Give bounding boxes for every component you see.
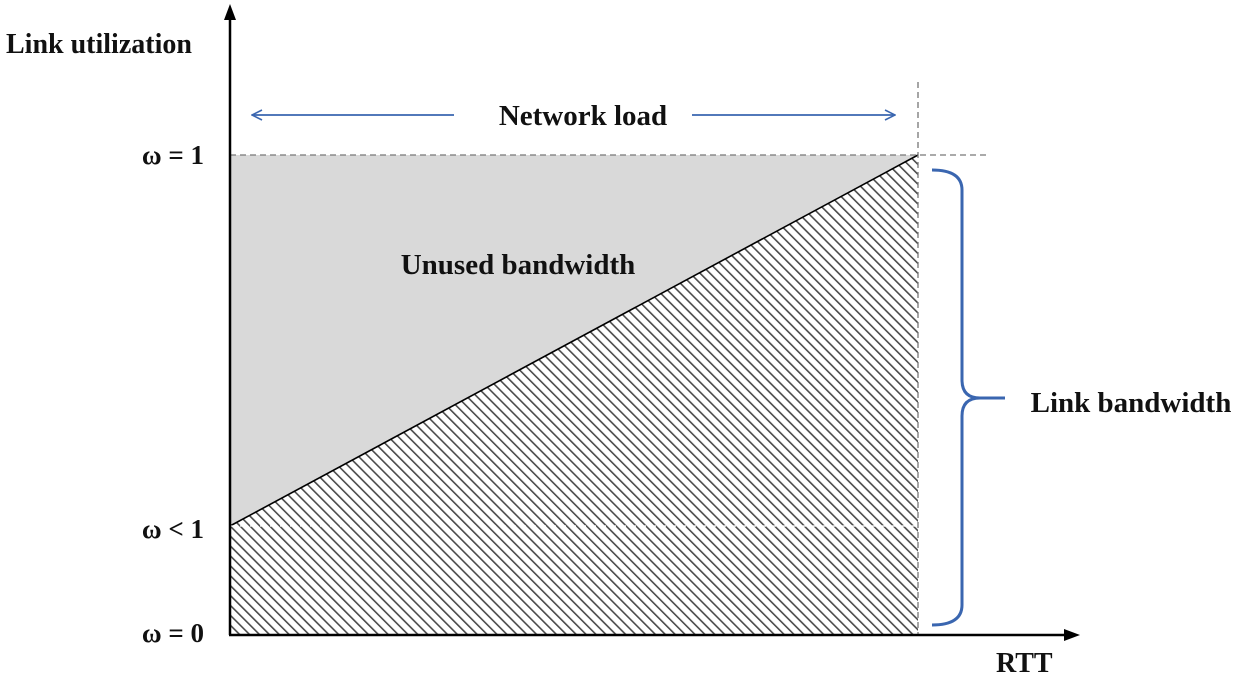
link-bandwidth-brace [931,168,981,627]
network-load-label: Network load [499,100,667,132]
y-axis-label: Link utilization [6,29,192,60]
tick-label-omega-lt-1: ω < 1 [142,514,204,544]
utilization-line [229,154,919,527]
used-bandwidth-region [230,155,918,635]
tick-label-omega-0: ω = 0 [142,618,204,648]
x-axis-label: RTT [996,648,1053,678]
link-bandwidth-label: Link bandwidth [1031,387,1232,419]
tick-label-omega-1: ω = 1 [142,140,204,170]
y-axis-arrowhead [224,4,236,20]
unused-bandwidth-label: Unused bandwidth [401,249,636,281]
x-axis-arrowhead [1064,629,1080,641]
